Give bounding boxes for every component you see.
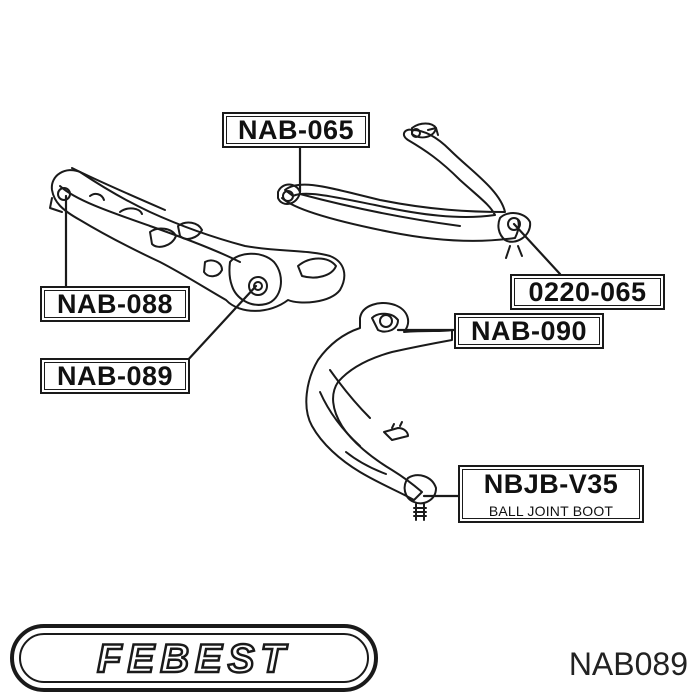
label-nab-090: NAB-090 xyxy=(454,313,604,349)
leader-0220065 xyxy=(512,222,562,276)
part-number: NAB089 xyxy=(568,646,688,682)
leader-lines xyxy=(64,144,562,498)
leader-nab089 xyxy=(184,284,258,364)
nbjb-title: NBJB-V35 xyxy=(483,468,619,499)
label-nab-089: NAB-089 xyxy=(40,358,190,394)
upper-control-arm-drawing xyxy=(277,122,532,259)
label-nab-088: NAB-088 xyxy=(40,286,190,322)
febest-logo: FEBEST xyxy=(10,624,378,692)
label-nbjb-v35: NBJB-V35 BALL JOINT BOOT xyxy=(458,465,644,523)
nbjb-subtitle: BALL JOINT BOOT xyxy=(488,502,614,519)
label-0220-065: 0220-065 xyxy=(510,274,665,310)
logo-wordmark: FEBEST xyxy=(97,637,291,681)
lower-control-arm-drawing xyxy=(49,167,346,312)
front-lower-arm-drawing xyxy=(305,302,453,521)
label-nab-065: NAB-065 xyxy=(222,112,370,148)
